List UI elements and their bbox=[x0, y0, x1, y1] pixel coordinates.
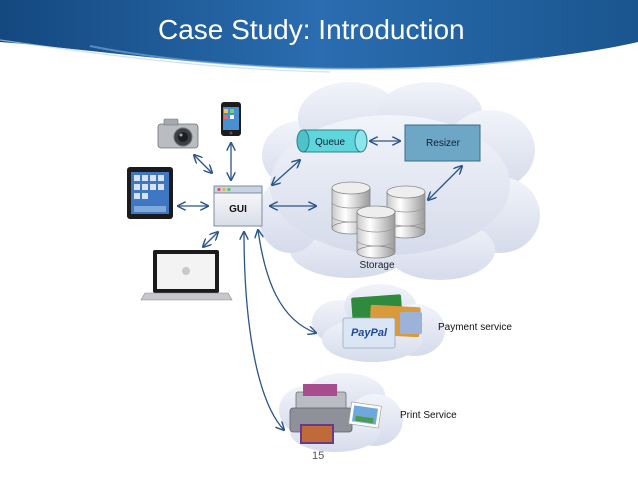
camera-icon bbox=[157, 118, 199, 149]
header-band bbox=[0, 0, 638, 73]
backend-cloud bbox=[258, 82, 540, 280]
laptop-icon bbox=[140, 250, 233, 301]
phone-icon bbox=[221, 102, 241, 136]
storage-label: Storage bbox=[359, 260, 394, 271]
connector-arrows bbox=[178, 141, 462, 430]
slide-title: Case Study: Introduction bbox=[158, 14, 465, 45]
gui-label: GUI bbox=[229, 204, 247, 215]
credit-card-icon: PayPal bbox=[342, 294, 422, 349]
gui-node: GUI bbox=[213, 185, 263, 227]
queue-node: Queue bbox=[296, 129, 368, 153]
print-label: Print Service bbox=[400, 410, 457, 421]
queue-label: Queue bbox=[315, 137, 345, 148]
resizer-label: Resizer bbox=[426, 138, 461, 149]
database-icon bbox=[331, 181, 426, 259]
paypal-logo-text: PayPal bbox=[351, 327, 388, 339]
page-number: 15 bbox=[312, 450, 325, 462]
payment-label: Payment service bbox=[438, 322, 512, 333]
tablet-icon bbox=[127, 167, 173, 219]
resizer-node: Resizer bbox=[404, 124, 481, 162]
printer-icon bbox=[289, 384, 382, 444]
